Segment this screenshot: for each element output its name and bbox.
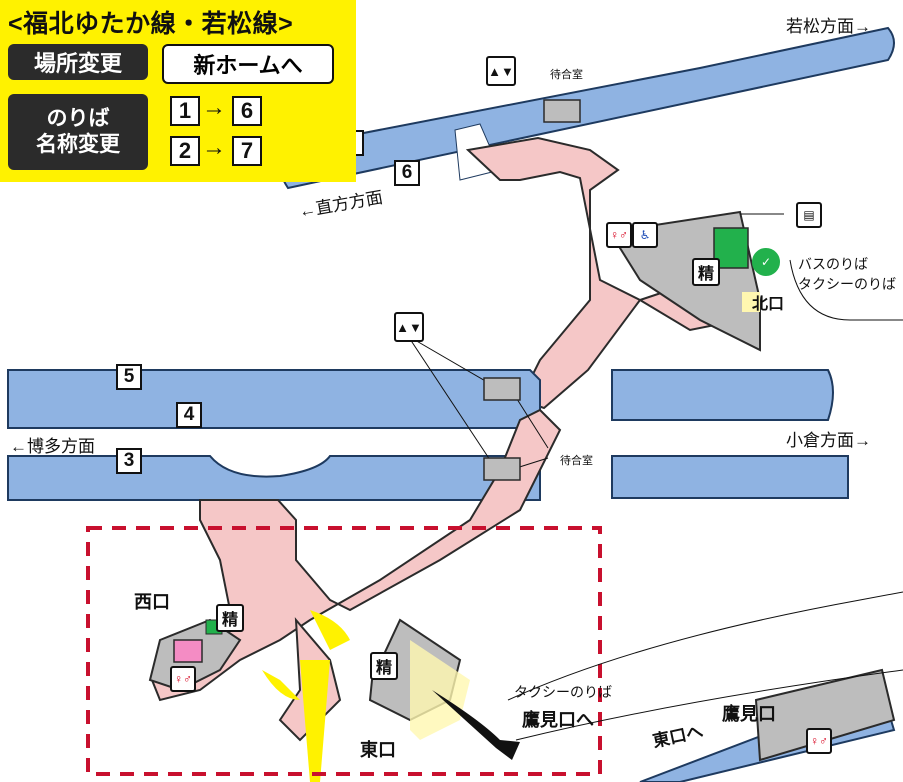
takami-building [754,668,896,762]
green-window-icon: ✓ [752,248,780,276]
platform-3-sign: 3 [116,448,142,474]
fare-adjust-west: 精 [216,604,244,632]
north-exit-yellow [742,292,760,312]
new-platform-6: 6 [232,96,262,126]
bus-stop-label: バスのりば [798,256,868,272]
east-exit-label: 東口 [360,740,396,760]
new-home-label: 新ホームへ [162,44,334,84]
south-road-line-2 [515,669,903,741]
platform-name-change-line2: 名称変更 [36,133,120,156]
location-change-label: 場所変更 [8,44,148,80]
north-exit-label: 北口 [752,296,785,313]
fare-adjust-east: 精 [370,652,398,680]
platform-3-east [611,455,849,499]
restroom-icon: ♀♂ [806,728,832,754]
east-exit-yellow [410,640,470,740]
takami-exit-to-label: 鷹見口へ [522,710,594,730]
old-platform-1: 1 [170,96,200,126]
waiting-room-mid-label: 待合室 [560,455,593,467]
taxi-stop-east-label: タクシーのりば [514,684,612,700]
fare-adjust-north: 精 [692,258,720,286]
arrow-right-icon: → [202,94,226,121]
south-road-line [507,591,903,701]
coin-locker-icon: ▤ [796,202,822,228]
elevator-icon: ▲▼ [394,312,424,342]
bus-line [789,259,903,321]
direction-wakamatsu: 若松方面→ [786,17,871,36]
waiting-room-mid [483,377,521,401]
highlight-area [86,526,602,776]
yellow-beam-1 [310,610,350,650]
waiting-room-top-label: 待合室 [550,69,583,81]
route-change-callout: <福北ゆたか線・若松線> 場所変更 新ホームへ のりば 名称変更 1 → 6 2… [0,0,356,182]
arrow-right-icon: → [202,134,226,161]
platform-6-sign: 6 [394,160,420,186]
waiting-room-low [483,457,521,481]
west-exit-label: 西口 [134,592,170,612]
direction-hakata: ←博多方面 [10,437,95,456]
new-platform-7: 7 [232,136,262,166]
direction-kokura: 小倉方面→ [786,431,871,450]
east-exit-arrow [432,690,520,760]
leader-elevator-low [407,335,495,467]
platform-name-change-line1: のりば [46,106,110,130]
platform-4-5 [7,369,541,429]
taxi-stop-north-label: タクシーのりば [798,276,896,292]
restroom-icon: ♀♂ [606,222,632,248]
restroom-icon: ♀♂ [170,666,196,692]
elevator-icon: ▲▼ [486,56,516,86]
yellow-beam-2 [262,670,300,700]
platform-4-5-east [611,369,834,421]
leader-elevator-mid [407,335,495,387]
west-restroom-block [173,639,203,663]
yellow-beam-3 [300,660,330,782]
takami-exit-label: 鷹見口 [722,704,776,724]
wheelchair-icon: ♿ [632,222,658,248]
callout-title: <福北ゆたか線・若松線> [8,10,294,38]
platform-3 [7,455,541,501]
waiting-room-top [543,99,581,123]
platform-name-change-label: のりば 名称変更 [8,94,148,170]
old-platform-2: 2 [170,136,200,166]
platform-4-sign: 4 [176,402,202,428]
platform-5-sign: 5 [116,364,142,390]
